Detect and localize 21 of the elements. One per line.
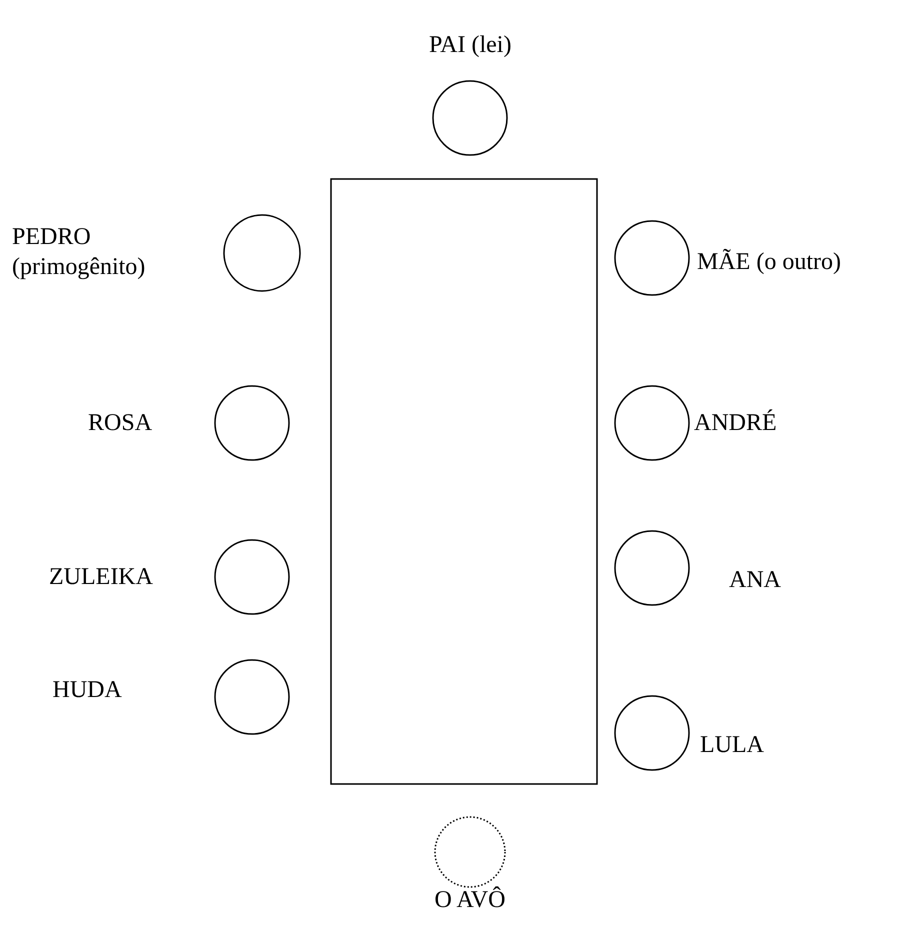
- name-label: ZULEIKA: [49, 563, 153, 592]
- seat-circle: [614, 695, 690, 771]
- seat-circle: [214, 385, 290, 461]
- seat-circle: [432, 80, 508, 156]
- name-label: O AVÔ: [434, 885, 506, 915]
- name-label: ANA: [729, 566, 781, 595]
- name-label: ROSA: [88, 409, 152, 438]
- seat-circle: [214, 659, 290, 735]
- seat-circle: [614, 385, 690, 461]
- name-label: MÃE (o outro): [697, 248, 841, 277]
- seat-circle: [434, 816, 506, 888]
- seat-circle: [614, 220, 690, 296]
- seat-circle: [214, 539, 290, 615]
- name-label: PEDRO (primogênito): [12, 223, 146, 282]
- table-rectangle: [330, 178, 598, 785]
- name-label: LULA: [700, 731, 764, 760]
- name-label: HUDA: [52, 676, 122, 705]
- seat-circle: [614, 530, 690, 606]
- seat-circle: [223, 214, 301, 292]
- name-label: ANDRÉ: [694, 408, 777, 438]
- name-label: PAI (lei): [429, 31, 512, 60]
